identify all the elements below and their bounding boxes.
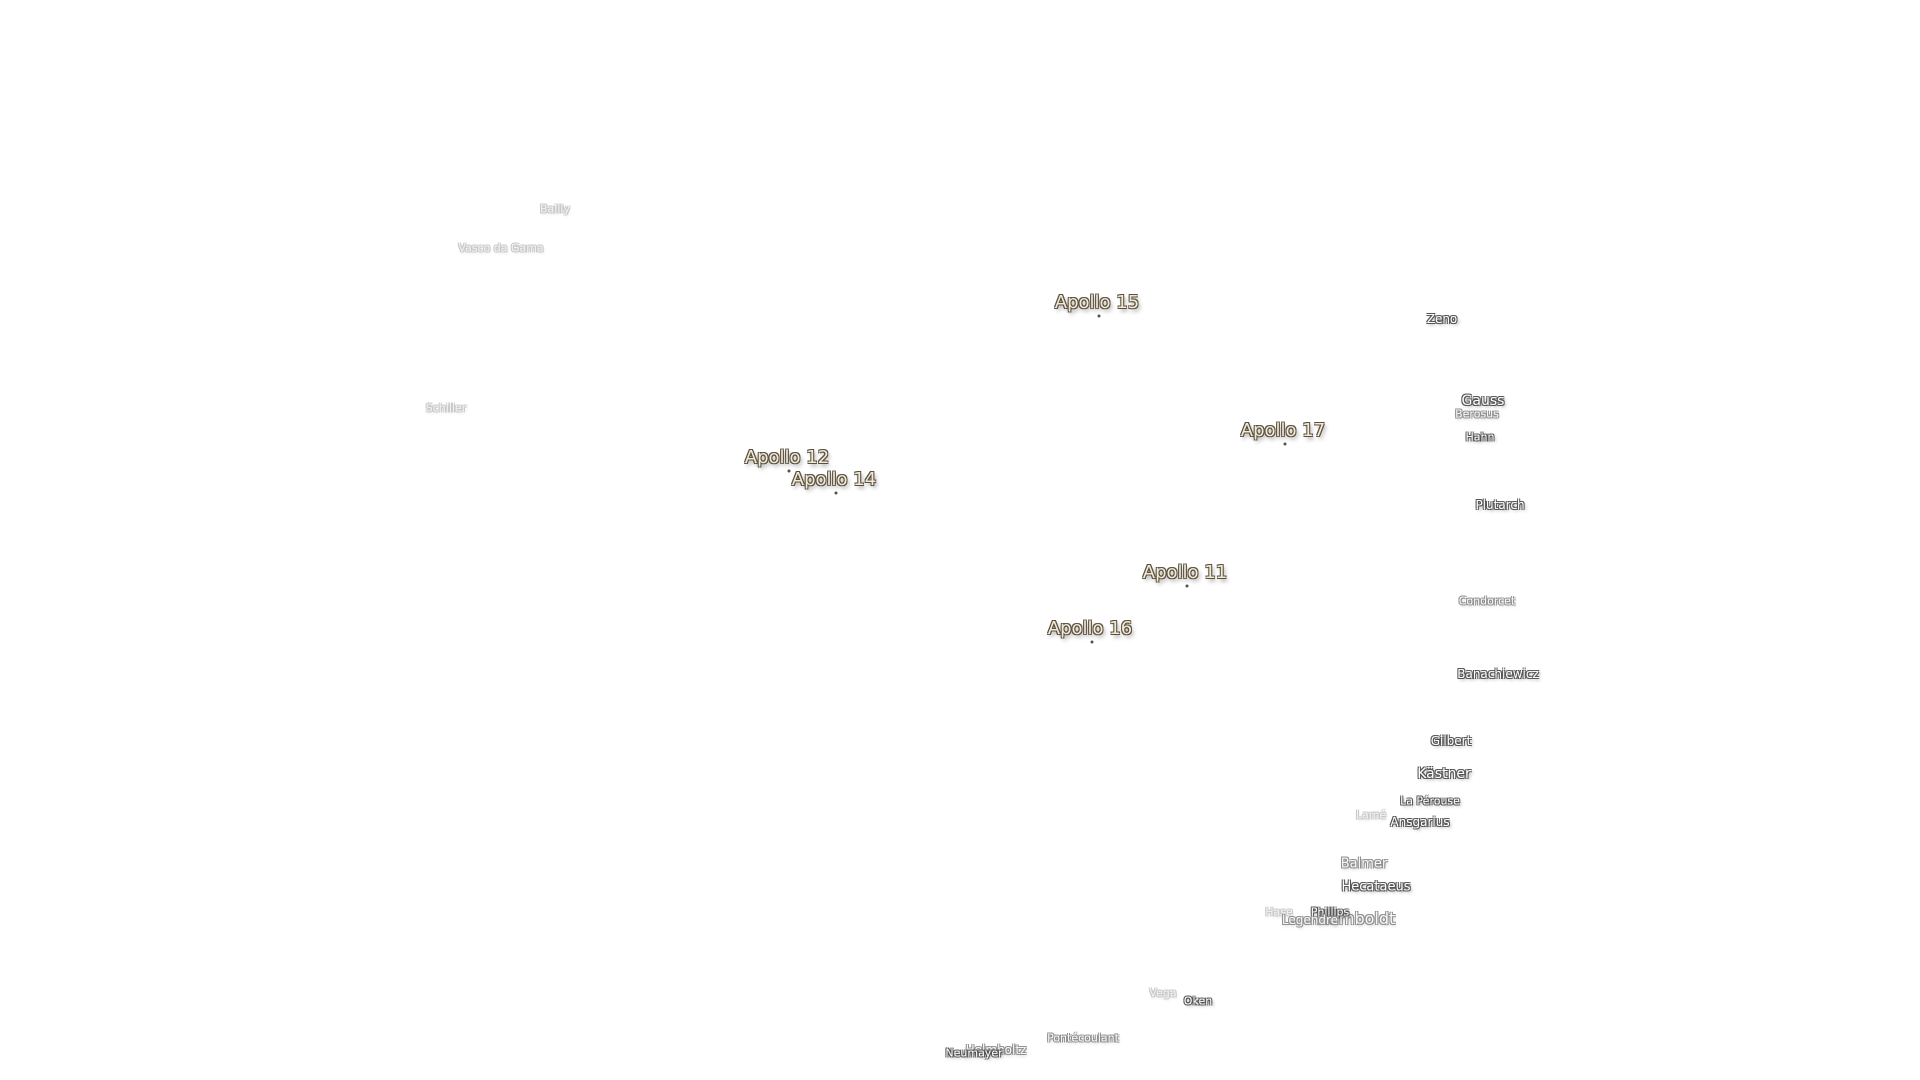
crater-label-vasco-da-gama[interactable]: Vasco da Gama [458, 241, 544, 255]
crater-label-helmholtz[interactable]: Helmholtz [965, 1043, 1027, 1057]
crater-label-hahn[interactable]: Hahn [1465, 430, 1495, 444]
apollo-14-marker[interactable] [834, 491, 838, 495]
apollo-17-label[interactable]: Apollo 17 [1240, 420, 1326, 441]
apollo-16-marker[interactable] [1090, 640, 1094, 644]
crater-label-legendre[interactable]: Legendre [1281, 913, 1339, 927]
crater-label-balmer[interactable]: Balmer [1340, 856, 1388, 872]
crater-label-bailly[interactable]: Bailly [540, 202, 570, 216]
apollo-11-marker[interactable] [1185, 584, 1189, 588]
crater-label-kastner[interactable]: Kästner [1417, 766, 1471, 782]
crater-label-vega[interactable]: Vega [1149, 986, 1177, 1000]
apollo-15-marker[interactable] [1097, 314, 1101, 318]
crater-label-ansgarius[interactable]: Ansgarius [1390, 815, 1450, 829]
crater-label-condorcet[interactable]: Condorcet [1458, 594, 1516, 608]
apollo-16-label[interactable]: Apollo 16 [1047, 618, 1133, 639]
apollo-15-label[interactable]: Apollo 15 [1054, 292, 1140, 313]
crater-label-oken[interactable]: Oken [1183, 994, 1213, 1008]
crater-label-hecataeus[interactable]: Hecataeus [1341, 879, 1411, 895]
crater-label-la-perouse[interactable]: La Pérouse [1400, 794, 1460, 808]
crater-label-hase[interactable]: Hase [1265, 905, 1293, 919]
crater-label-neumayer[interactable]: Neumayer [945, 1046, 1003, 1060]
crater-label-phillips[interactable]: Phillips [1310, 905, 1350, 919]
apollo-12-label[interactable]: Apollo 12 [744, 447, 830, 468]
crater-label-berosus[interactable]: Berosus [1455, 407, 1499, 421]
crater-label-zeno[interactable]: Zeno [1426, 312, 1458, 326]
crater-label-banachiewicz[interactable]: Banachiewicz [1457, 667, 1539, 681]
apollo-17-marker[interactable] [1283, 442, 1287, 446]
crater-label-humboldt[interactable]: Humboldt [1316, 909, 1396, 928]
crater-label-gilbert[interactable]: Gilbert [1430, 734, 1472, 748]
apollo-12-marker[interactable] [787, 469, 791, 473]
apollo-14-label[interactable]: Apollo 14 [791, 469, 877, 490]
apollo-11-label[interactable]: Apollo 11 [1142, 562, 1228, 583]
crater-label-plutarch[interactable]: Plutarch [1475, 498, 1525, 512]
crater-label-gauss[interactable]: Gauss [1461, 393, 1505, 409]
crater-label-schiller[interactable]: Schiller [425, 401, 467, 415]
crater-label-pontecoulant[interactable]: Pontécoulant [1047, 1031, 1119, 1045]
crater-label-lame[interactable]: Lamé [1355, 808, 1387, 822]
